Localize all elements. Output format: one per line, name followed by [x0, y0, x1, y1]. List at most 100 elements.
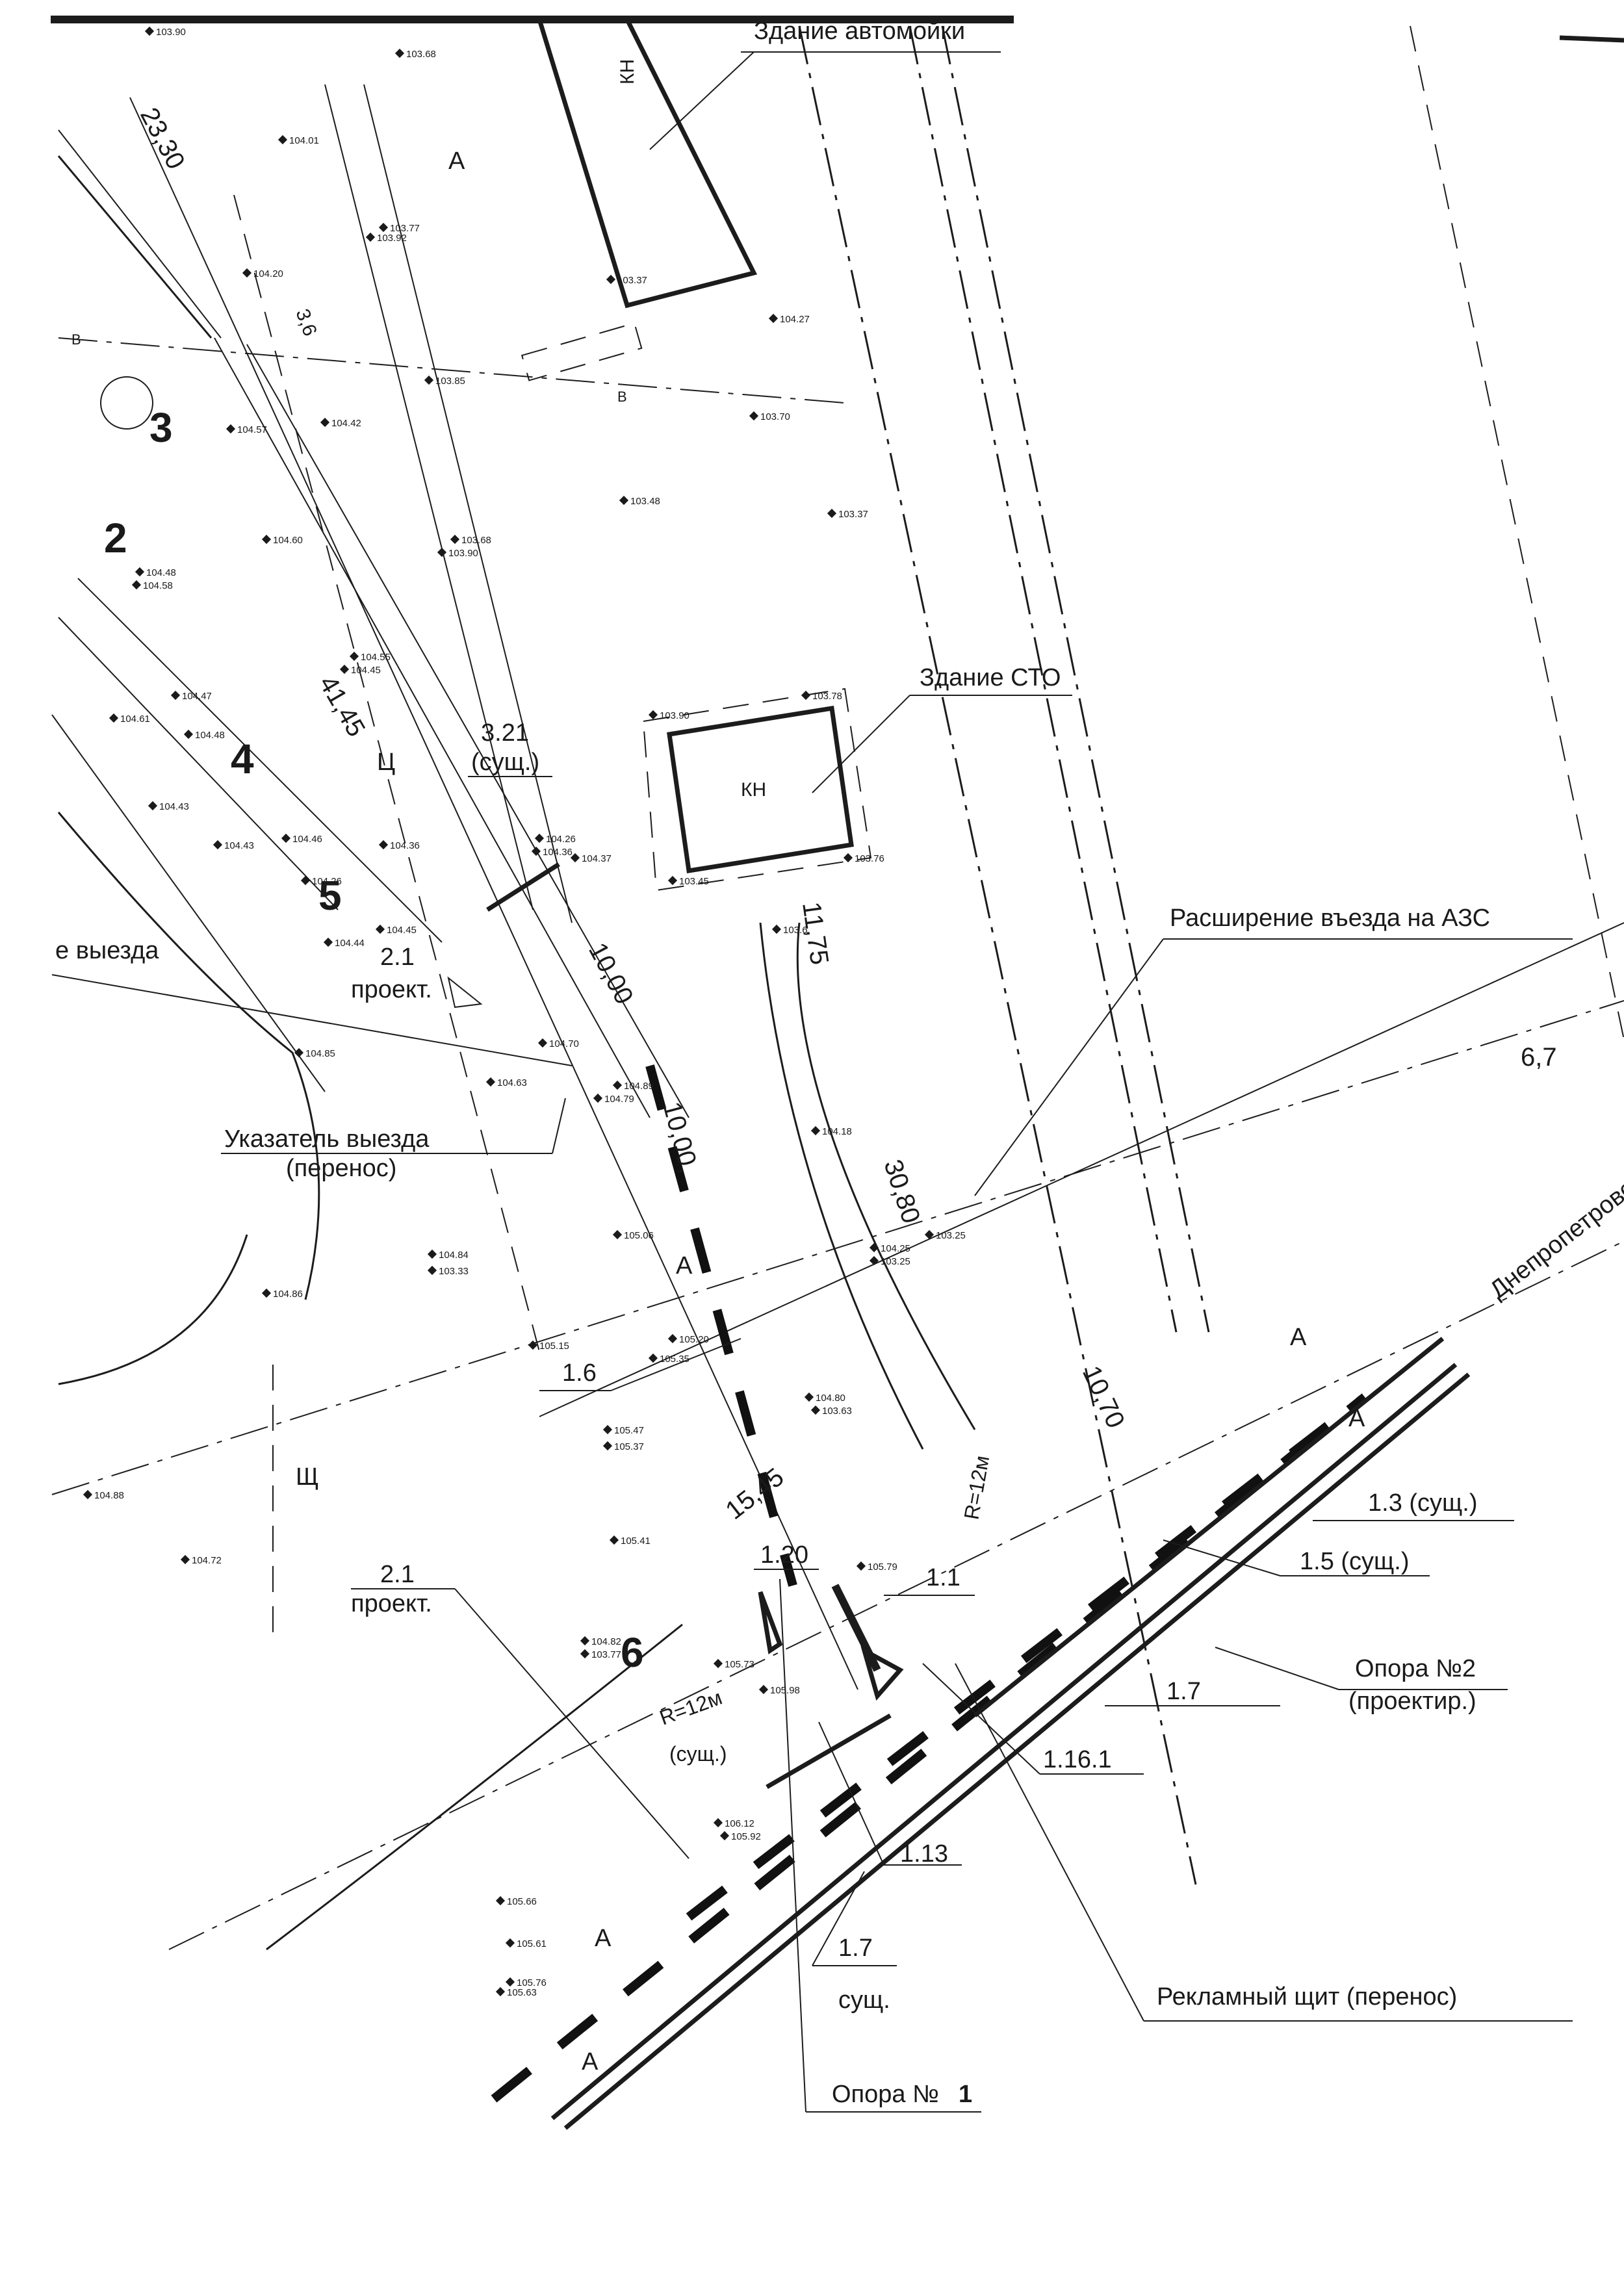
elevation-label-e03: 104.01 — [289, 135, 319, 146]
elevation-point-e02 — [144, 26, 155, 36]
elevation-label-e05: 103.92 — [377, 233, 407, 244]
curb-teeth — [766, 1713, 892, 1790]
elevation-point-e09 — [226, 424, 236, 434]
label-street: Днепропетровски — [1485, 1160, 1624, 1304]
elevation-point-e10 — [749, 411, 759, 421]
label-proj-2-1-b-group: 2.1 проект. — [351, 1561, 690, 1859]
elevation-point-e68 — [505, 1977, 515, 1987]
elevation-label-e35: 104.45 — [387, 925, 417, 936]
letter-a-6: А — [582, 2048, 599, 2076]
label-1-6: 1.6 — [562, 1359, 597, 1387]
walkway-edges — [51, 84, 690, 1118]
letter-sh: Щ — [296, 1463, 319, 1491]
elevation-label-e45: 105.06 — [624, 1230, 654, 1241]
elevation-label-e12: 103.37 — [838, 509, 868, 520]
elevation-point-e16 — [450, 534, 460, 545]
label-proj-2-1-a: 2.1 — [380, 944, 415, 971]
label-exist-3-21: 3.21 — [481, 719, 529, 747]
elevation-label-e36: 104.44 — [335, 938, 365, 949]
label-exit-sign-group: Указатель выезда (перенос) — [221, 1098, 566, 1182]
elevation-point-e07 — [424, 375, 434, 385]
label-proj-2-1-b-note: проект. — [351, 1590, 432, 1617]
label-radius-b: R=12м — [959, 1454, 994, 1521]
elevation-label-e25: 104.46 — [292, 834, 322, 845]
elevation-label-e54: 105.47 — [614, 1425, 644, 1436]
elevation-point-e62 — [856, 1561, 866, 1571]
label-1-6-group: 1.6 — [539, 1338, 741, 1391]
triangle-sign-1 — [758, 1591, 783, 1654]
elevation-point-e38 — [485, 1077, 496, 1087]
label-support-2: Опора №2 — [1355, 1655, 1476, 1682]
elevation-point-e37 — [294, 1048, 304, 1058]
elevation-point-e26 — [378, 840, 389, 850]
elevation-label-e73: 104.27 — [780, 314, 810, 325]
elevation-label-e04: 103.77 — [390, 223, 420, 234]
label-exit-word: е выезда — [55, 937, 159, 964]
left-slopes — [57, 812, 976, 1951]
gate-bar — [486, 862, 560, 912]
label-exit-sign-note: (перенос) — [286, 1155, 396, 1182]
elevation-label-e62: 105.79 — [868, 1562, 897, 1573]
elevation-point-e12 — [827, 508, 837, 519]
elevation-label-e63: 105.98 — [770, 1685, 800, 1696]
label-1-7-b-group: 1.7 сущ. — [812, 1871, 897, 2014]
elevation-label-e16: 103.68 — [461, 535, 491, 546]
elevation-point-e55 — [602, 1441, 613, 1451]
label-1-3: 1.3 (сущ.) — [1368, 1489, 1478, 1517]
elevation-point-e35 — [375, 924, 385, 934]
elevation-point-e32 — [667, 875, 678, 886]
elevation-point-e25 — [281, 833, 291, 843]
elevation-label-e06: 104.20 — [253, 268, 283, 279]
dim-30-80: 30,80 — [878, 1156, 925, 1227]
elevation-label-e17: 103.90 — [448, 548, 478, 559]
label-azs-entry: Расширение въезда на АЗС — [1170, 905, 1490, 932]
elevation-point-e08 — [320, 417, 330, 428]
elevation-label-e56: 104.88 — [94, 1490, 124, 1501]
elevation-point-e59 — [580, 1636, 590, 1646]
label-proj-2-1-b: 2.1 — [380, 1561, 415, 1588]
elevation-label-e41: 104.89 — [624, 1081, 654, 1092]
elevation-point-e04 — [378, 222, 389, 233]
elevation-point-e72 — [606, 274, 616, 285]
elevation-label-e32: 103.45 — [679, 876, 709, 887]
centerline-dashed — [645, 1064, 797, 1587]
letter-a-2: А — [676, 1252, 693, 1279]
label-radius-a: R=12м — [656, 1686, 725, 1730]
elevation-label-e14: 104.58 — [143, 580, 173, 591]
elevation-point-e24 — [213, 840, 223, 850]
label-proj-2-1-a-group: 2.1 проект. — [351, 944, 483, 1009]
elevation-point-e60 — [580, 1649, 590, 1659]
elevation-label-e15: 104.60 — [273, 535, 303, 546]
elevation-point-e69 — [495, 1986, 506, 1997]
elevation-label-e64: 106.12 — [725, 1818, 754, 1829]
letter-b-2: В — [617, 389, 627, 405]
label-1-13-group: 1.13 — [818, 1721, 962, 1868]
label-billboard-group: Рекламный щит (перенос) — [955, 1663, 1573, 2022]
label-1-7-a: 1.7 — [1166, 1678, 1201, 1705]
elevation-point-e17 — [437, 547, 447, 558]
elevation-label-e10: 103.70 — [760, 411, 790, 422]
marker-3-circle — [100, 376, 153, 430]
label-1-3-group: 1.3 (сущ.) — [1313, 1489, 1514, 1521]
label-1-16-1: 1.16.1 — [1043, 1746, 1112, 1773]
marker-5: 5 — [318, 872, 342, 919]
elevation-point-e05 — [365, 232, 376, 242]
elevation-label-e28: 104.26 — [546, 834, 576, 845]
elevation-point-e27 — [300, 875, 311, 886]
elevation-point-e30 — [648, 710, 658, 720]
elevation-label-e55: 105.37 — [614, 1441, 644, 1452]
kn-label-2: КН — [741, 779, 766, 801]
elevation-label-e65: 105.92 — [731, 1831, 761, 1842]
elevation-point-e23 — [148, 801, 158, 811]
elevation-point-e58 — [609, 1535, 619, 1545]
elevation-point-e34 — [771, 924, 782, 934]
elevation-label-e68: 105.76 — [517, 1977, 547, 1988]
elevation-label-e57: 104.72 — [192, 1555, 222, 1566]
dim-10-00-a: 10,00 — [583, 938, 639, 1009]
label-1-20: 1.20 — [760, 1541, 808, 1569]
label-exist-3-21-note: (сущ.) — [471, 749, 539, 776]
elevation-label-e72: 103.37 — [617, 275, 647, 286]
elevation-point-e29 — [531, 846, 541, 856]
